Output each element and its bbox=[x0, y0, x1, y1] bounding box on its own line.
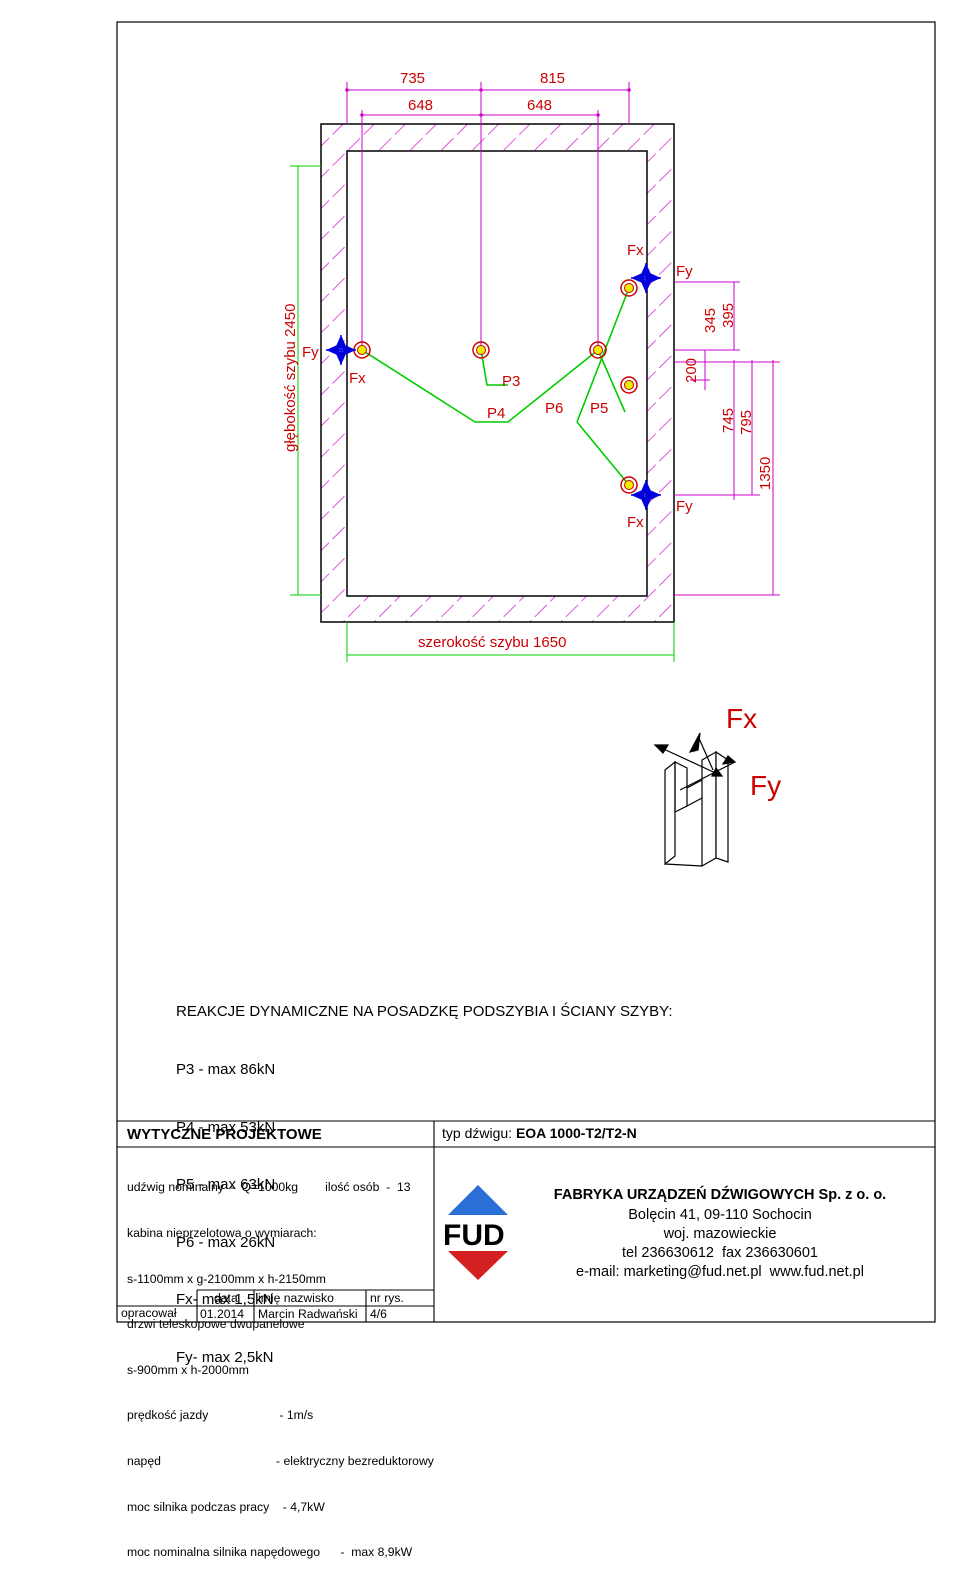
top-dimension-ticks bbox=[345, 88, 631, 117]
top-dimensions bbox=[346, 82, 630, 345]
legend-fx: Fx bbox=[726, 703, 757, 734]
label-fx-left: Fx bbox=[349, 370, 366, 387]
fud-logo: FUD bbox=[443, 1185, 508, 1280]
spec-line: s-900mm x h-2000mm bbox=[127, 1362, 249, 1377]
force-arrows bbox=[326, 263, 661, 510]
reactions-block: REAKCJE DYNAMICZNE NA POSADZKĘ PODSZYBIA… bbox=[176, 964, 673, 1386]
dim-345: 345 bbox=[702, 308, 719, 333]
depth-dimension bbox=[290, 165, 321, 596]
row-label: opracował bbox=[121, 1306, 177, 1320]
dim-648-left: 648 bbox=[408, 97, 433, 114]
reaction-line: Fx- max 1,5kN bbox=[176, 1291, 274, 1309]
company-web: e-mail: marketing@fud.net.pl www.fud.net… bbox=[576, 1264, 864, 1280]
label-fx-bottom: Fx bbox=[627, 514, 644, 531]
anchor-p6 bbox=[589, 341, 607, 359]
dim-735: 735 bbox=[400, 70, 425, 87]
anchor-p4 bbox=[472, 341, 490, 359]
anchor-top-right bbox=[620, 279, 638, 297]
legend-fy: Fy bbox=[750, 770, 781, 801]
spec-line: moc nominalna silnika napędowego - max 8… bbox=[127, 1545, 413, 1560]
dim-648-right: 648 bbox=[527, 97, 552, 114]
label-fy-left: Fy bbox=[302, 344, 319, 361]
support-beams bbox=[361, 287, 630, 486]
dim-745: 745 bbox=[720, 408, 737, 433]
company-phone: tel 236630612 fax 236630601 bbox=[622, 1245, 818, 1261]
depth-label: głębokość szybu 2450 bbox=[282, 304, 299, 452]
shaft-drawing: 735 815 648 648 głębokość szybu 2450 sze… bbox=[116, 21, 936, 1323]
reaction-line: P3 - max 86kN bbox=[176, 1061, 276, 1079]
company-name: FABRYKA URZĄDZEŃ DŹWIGOWYCH Sp. z o. o. bbox=[553, 1187, 887, 1203]
spec-line: kabina nieprzelotowa o wymiarach: bbox=[127, 1226, 317, 1241]
col-name: imię nazwisko bbox=[258, 1291, 334, 1305]
width-label: szerokość szybu 1650 bbox=[418, 634, 566, 651]
title-block-grid bbox=[117, 1120, 935, 1322]
lift-type-label: typ dźwigu: bbox=[442, 1125, 516, 1141]
shaft-walls bbox=[320, 123, 675, 623]
width-dimension bbox=[346, 622, 675, 662]
dim-815: 815 bbox=[540, 70, 565, 87]
reaction-line: P5 - max 63kN bbox=[176, 1176, 276, 1194]
label-fx-top: Fx bbox=[627, 242, 644, 259]
spec-line: drzwi teleskopowe dwupanelowe bbox=[127, 1317, 305, 1332]
dim-795: 795 bbox=[738, 410, 755, 435]
guide-rail-3d-icon bbox=[653, 732, 737, 868]
label-p3: P3 bbox=[502, 373, 520, 390]
company-region: woj. mazowieckie bbox=[663, 1226, 777, 1242]
anchor-points bbox=[353, 279, 638, 494]
reactions-title: REAKCJE DYNAMICZNE NA POSADZKĘ PODSZYBIA… bbox=[176, 1003, 673, 1021]
anchor-left bbox=[353, 341, 371, 359]
company-address: Bolęcin 41, 09-110 Sochocin bbox=[628, 1207, 812, 1223]
col-nr: nr rys. bbox=[370, 1291, 404, 1305]
dim-395: 395 bbox=[720, 303, 737, 328]
spec-line: udźwig nominalny - Q=1000kg ilość osób -… bbox=[127, 1180, 411, 1195]
lift-type: typ dźwigu: EOA 1000-T2/T2-N bbox=[442, 1125, 637, 1141]
title-block-heading: WYTYCZNE PROJEKTOWE bbox=[127, 1126, 322, 1143]
reaction-line: P4 - max 53kN bbox=[176, 1118, 276, 1136]
label-p6: P6 bbox=[545, 400, 563, 417]
label-p4: P4 bbox=[487, 405, 505, 422]
lift-type-value: EOA 1000-T2/T2-N bbox=[515, 1125, 637, 1141]
anchor-bottom-right bbox=[620, 476, 638, 494]
row-date: 01.2014 bbox=[200, 1307, 245, 1321]
row-name: Marcin Radwański bbox=[258, 1307, 358, 1321]
spec-line: moc silnika podczas pracy - 4,7kW bbox=[127, 1499, 325, 1514]
dim-200: 200 bbox=[683, 358, 700, 383]
spec-line: s-1100mm x g-2100mm x h-2150mm bbox=[127, 1271, 326, 1286]
dim-1350: 1350 bbox=[757, 457, 774, 490]
anchor-p5 bbox=[620, 376, 638, 394]
logo-text: FUD bbox=[443, 1219, 505, 1252]
col-data: data bbox=[214, 1291, 238, 1305]
right-dimensions bbox=[674, 281, 780, 596]
reaction-line: P6 - max 26kN bbox=[176, 1233, 276, 1251]
row-nr: 4/6 bbox=[370, 1307, 387, 1321]
spec-line: napęd - elektryczny bezreduktorowy bbox=[127, 1454, 434, 1469]
spec-line: prędkość jazdy - 1m/s bbox=[127, 1408, 314, 1423]
sheet-frame bbox=[116, 21, 936, 1323]
label-fy-bottom: Fy bbox=[676, 498, 693, 515]
label-p5: P5 bbox=[590, 400, 608, 417]
spec-list: udźwig nominalny - Q=1000kg ilość osób -… bbox=[127, 1150, 434, 1576]
label-fy-top: Fy bbox=[676, 263, 693, 280]
